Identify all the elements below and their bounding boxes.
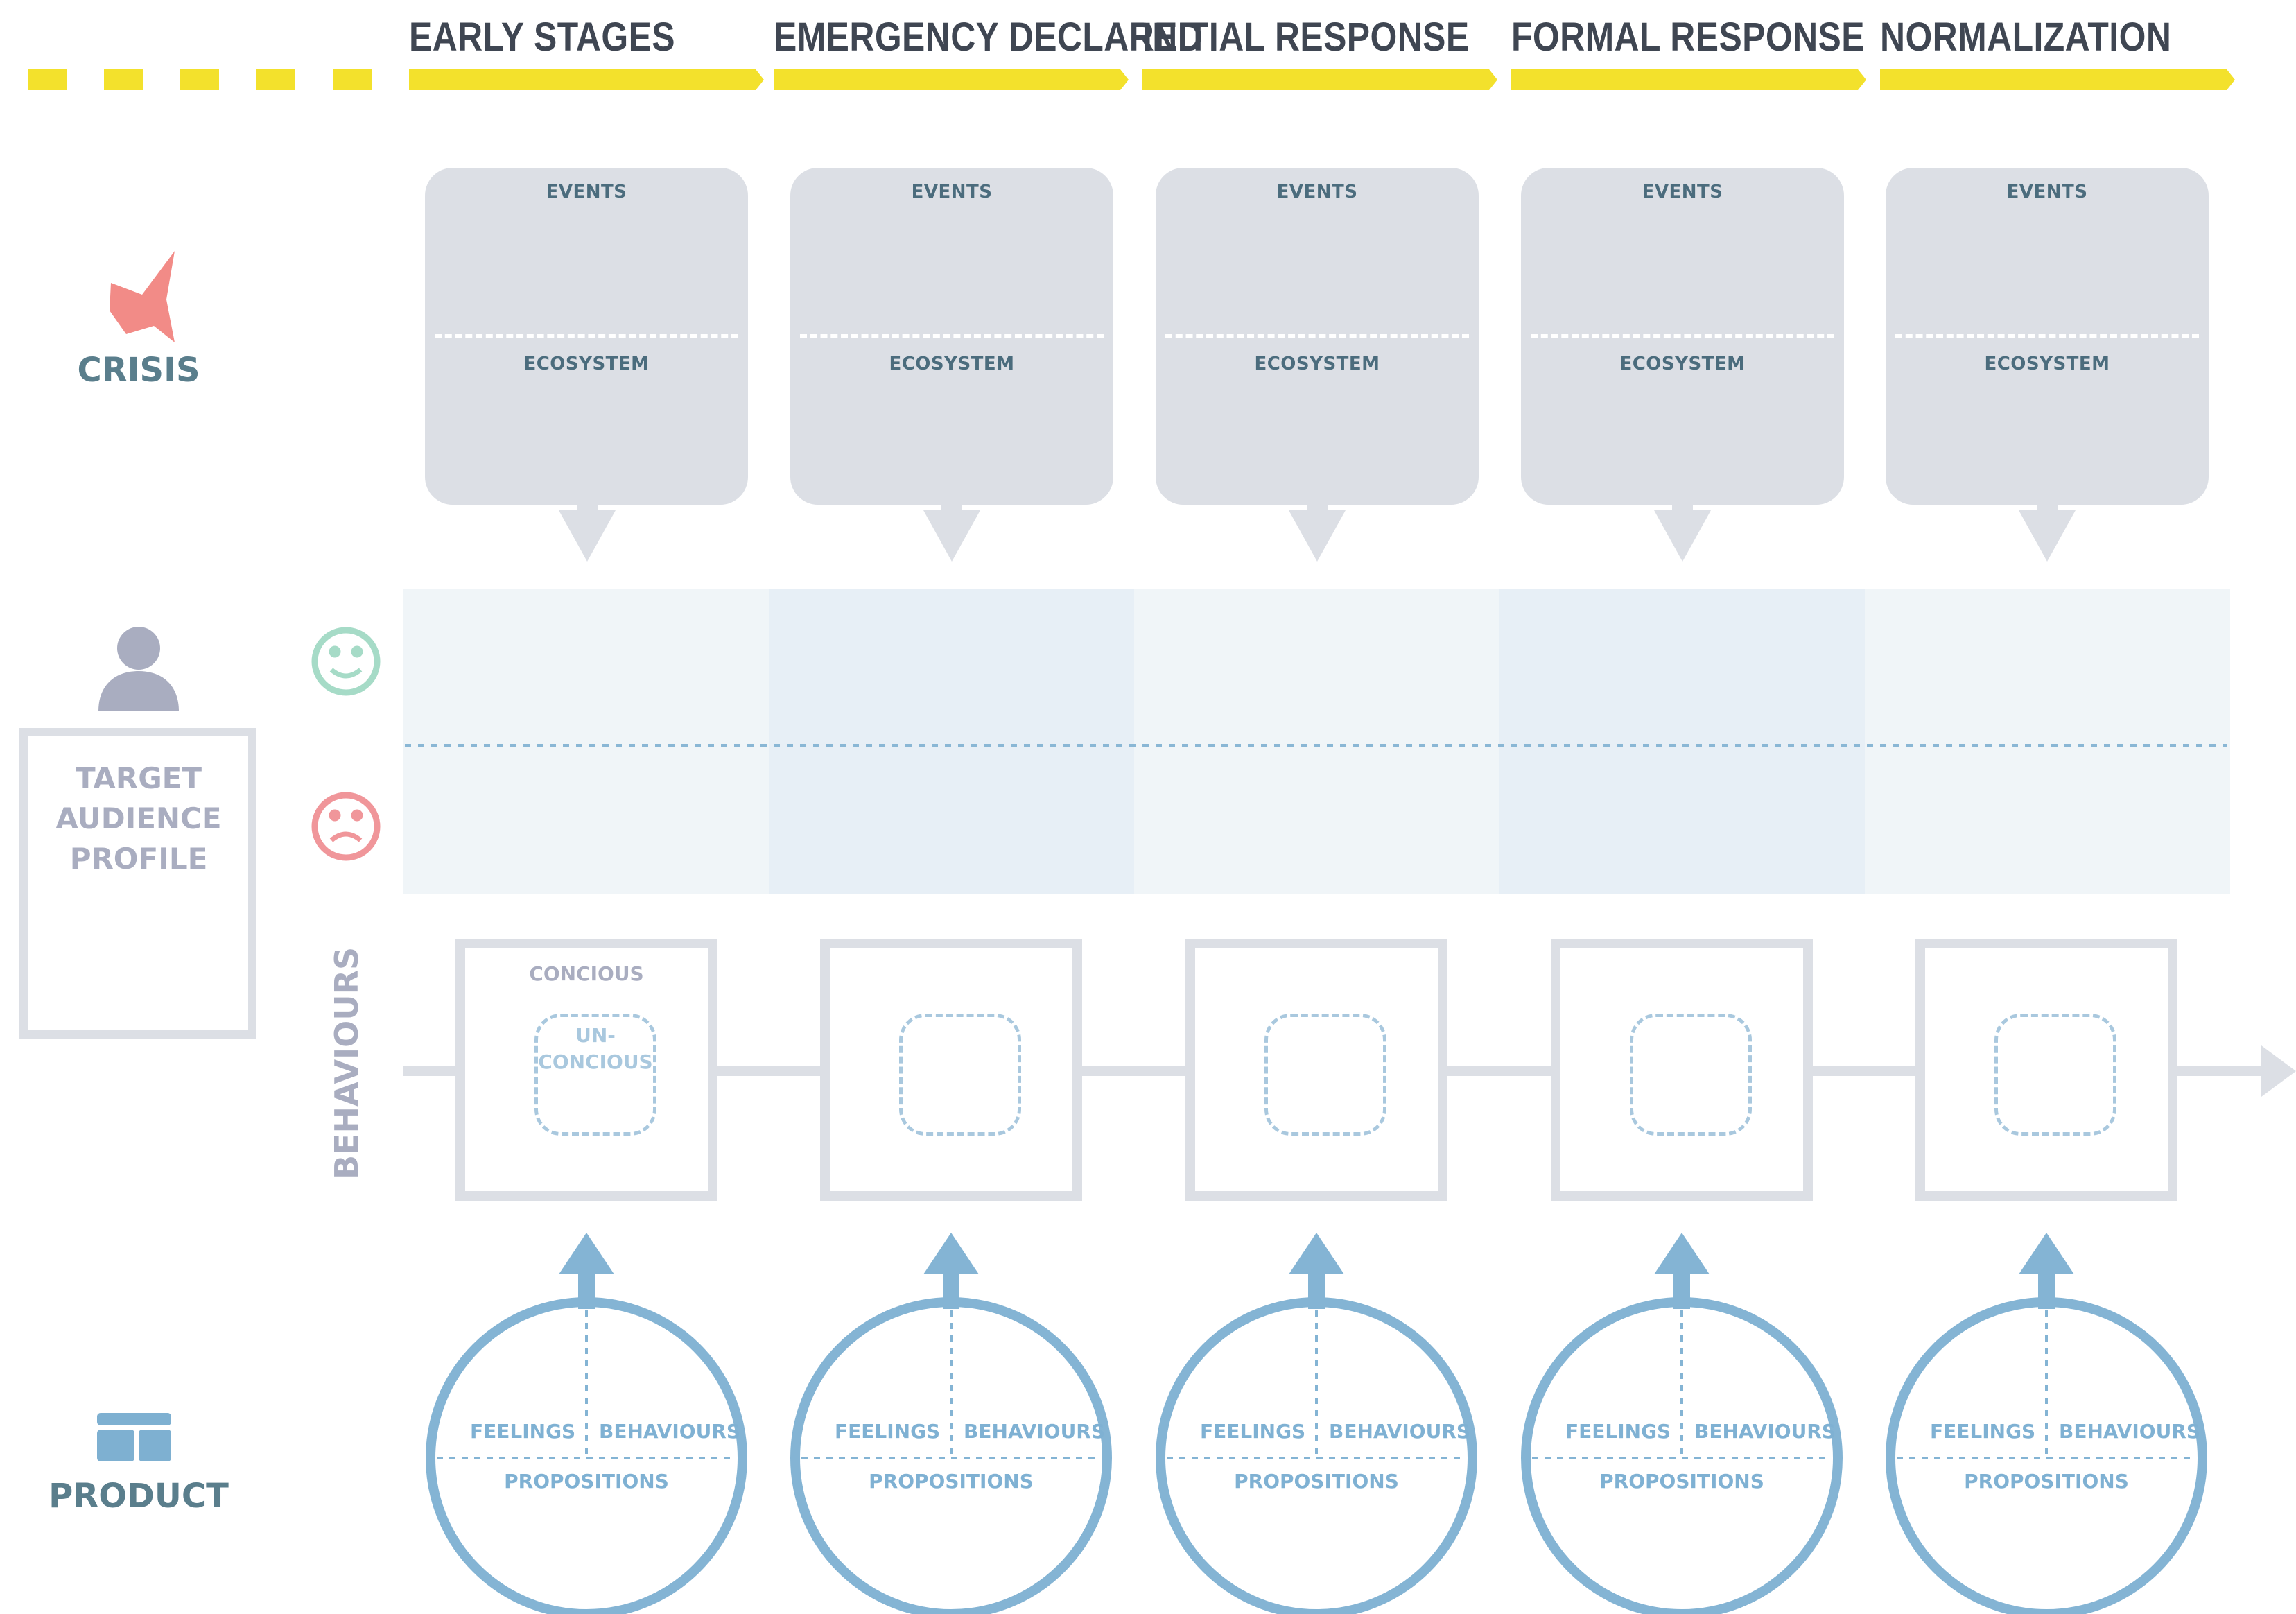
- product-circle-4: [1521, 1233, 1843, 1614]
- product-circle-2: [790, 1233, 1112, 1614]
- propositions-label: PROPOSITIONS: [1234, 1470, 1399, 1493]
- behaviour-box-2: [820, 939, 1082, 1201]
- card-divider: [1531, 334, 1834, 338]
- emotion-band: [403, 589, 2230, 894]
- behaviour-connector-arrowhead: [2261, 1045, 2296, 1097]
- propositions-label: PROPOSITIONS: [1599, 1470, 1764, 1493]
- stage-arrow-4: [1511, 69, 1866, 90]
- stage-arrow-2: [774, 69, 1129, 90]
- profile-label-line-3: PROFILE: [69, 842, 208, 876]
- unconscious-zone: [1264, 1014, 1386, 1136]
- down-arrow-1: [559, 499, 616, 562]
- down-arrow-2: [923, 499, 980, 562]
- emotion-column-2: [769, 589, 1134, 894]
- target-audience-profile-label: TARGET AUDIENCE PROFILE: [28, 758, 250, 879]
- emotion-column-5: [1865, 589, 2230, 894]
- product-circles: [426, 1233, 2207, 1614]
- stage-arrow-5: [1880, 69, 2235, 90]
- behaviours-label: BEHAVIOURS: [964, 1420, 1106, 1443]
- behaviour-box-3: [1185, 939, 1447, 1201]
- product-window-icon: [97, 1413, 171, 1461]
- feelings-label: FEELINGS: [1565, 1420, 1671, 1443]
- card-divider: [800, 334, 1104, 338]
- ecosystem-label: ECOSYSTEM: [1254, 354, 1380, 374]
- ecosystem-label: ECOSYSTEM: [523, 354, 650, 374]
- emotion-column-3: [1134, 589, 1499, 894]
- crisis-card-3: EVENTS ECOSYSTEM: [1156, 168, 1479, 505]
- crisis-card-5: EVENTS ECOSYSTEM: [1886, 168, 2209, 505]
- person-icon: [98, 627, 179, 711]
- crisis-star-icon: [110, 251, 175, 342]
- emotion-column-1: [403, 589, 769, 894]
- ecosystem-label: ECOSYSTEM: [889, 354, 1015, 374]
- stage-title-normalization: NORMALIZATION: [1880, 15, 2172, 60]
- profile-label-line-1: TARGET: [75, 761, 202, 795]
- crisis-card-2: EVENTS ECOSYSTEM: [790, 168, 1113, 505]
- behaviour-box-1: CONCIOUS UN- CONCIOUS: [455, 939, 718, 1201]
- down-arrow-4: [1654, 499, 1711, 562]
- stage-arrow-1: [409, 69, 764, 90]
- propositions-label: PROPOSITIONS: [1964, 1470, 2129, 1493]
- conscious-label: CONCIOUS: [529, 962, 644, 985]
- unconscious-zone: [1630, 1014, 1752, 1136]
- behaviours-label: BEHAVIOURS: [599, 1420, 741, 1443]
- events-label: EVENTS: [1276, 182, 1358, 202]
- stage-title-formal-response: FORMAL RESPONSE: [1511, 15, 1865, 60]
- stage-title-emergency-declared: EMERGENCY DECLARED: [774, 15, 1203, 60]
- crisis-down-arrows: [559, 499, 2076, 562]
- profile-label-line-2: AUDIENCE: [55, 801, 222, 835]
- events-label: EVENTS: [546, 182, 627, 202]
- feelings-label: FEELINGS: [470, 1420, 576, 1443]
- product-circle-1: [426, 1233, 747, 1614]
- stage-title-initial-response: INITIAL RESPONSE: [1142, 15, 1470, 60]
- ecosystem-label: ECOSYSTEM: [1619, 354, 1746, 374]
- down-arrow-5: [2019, 499, 2076, 562]
- unconscious-label: UN- CONCIOUS: [538, 1023, 653, 1075]
- crisis-row-label: CRISIS: [77, 351, 200, 390]
- card-divider: [435, 334, 738, 338]
- unconscious-label-line-1: UN-: [575, 1024, 616, 1047]
- emotion-column-4: [1499, 589, 1865, 894]
- crisis-card-1: EVENTS ECOSYSTEM: [425, 168, 748, 505]
- events-label: EVENTS: [911, 182, 993, 202]
- unconscious-zone: [899, 1014, 1021, 1136]
- events-label: EVENTS: [2006, 182, 2088, 202]
- timeline-stage-arrows: [409, 69, 2235, 90]
- propositions-label: PROPOSITIONS: [869, 1470, 1034, 1493]
- target-audience-profile-frame: [19, 728, 256, 1039]
- unconscious-label-line-2: CONCIOUS: [538, 1050, 653, 1073]
- card-divider: [1165, 334, 1469, 338]
- unconscious-zone: [1994, 1014, 2116, 1136]
- feelings-label: FEELINGS: [1200, 1420, 1306, 1443]
- events-label: EVENTS: [1642, 182, 1723, 202]
- behaviour-box-5: [1915, 939, 2177, 1201]
- behaviours-label: BEHAVIOURS: [2059, 1420, 2201, 1443]
- timeline-lead-dashes: [28, 69, 372, 90]
- card-divider: [1895, 334, 2199, 338]
- behaviours-label: BEHAVIOURS: [1329, 1420, 1471, 1443]
- product-circle-5: [1886, 1233, 2207, 1614]
- behaviours-row-label: BEHAVIOURS: [328, 946, 365, 1179]
- sad-face-icon: [311, 792, 381, 861]
- product-circle-3: [1156, 1233, 1477, 1614]
- down-arrow-3: [1289, 499, 1346, 562]
- unconscious-zone: UN- CONCIOUS: [534, 1014, 656, 1136]
- stage-title-early-stages: EARLY STAGES: [409, 15, 675, 60]
- stage-arrow-3: [1142, 69, 1497, 90]
- happy-face-icon: [311, 627, 381, 696]
- crisis-card-4: EVENTS ECOSYSTEM: [1521, 168, 1844, 505]
- propositions-label: PROPOSITIONS: [504, 1470, 669, 1493]
- behaviours-label: BEHAVIOURS: [1694, 1420, 1836, 1443]
- feelings-label: FEELINGS: [835, 1420, 941, 1443]
- product-row-label: PRODUCT: [49, 1477, 229, 1516]
- feelings-label: FEELINGS: [1930, 1420, 2036, 1443]
- behaviour-box-4: [1551, 939, 1813, 1201]
- ecosystem-label: ECOSYSTEM: [1984, 354, 2110, 374]
